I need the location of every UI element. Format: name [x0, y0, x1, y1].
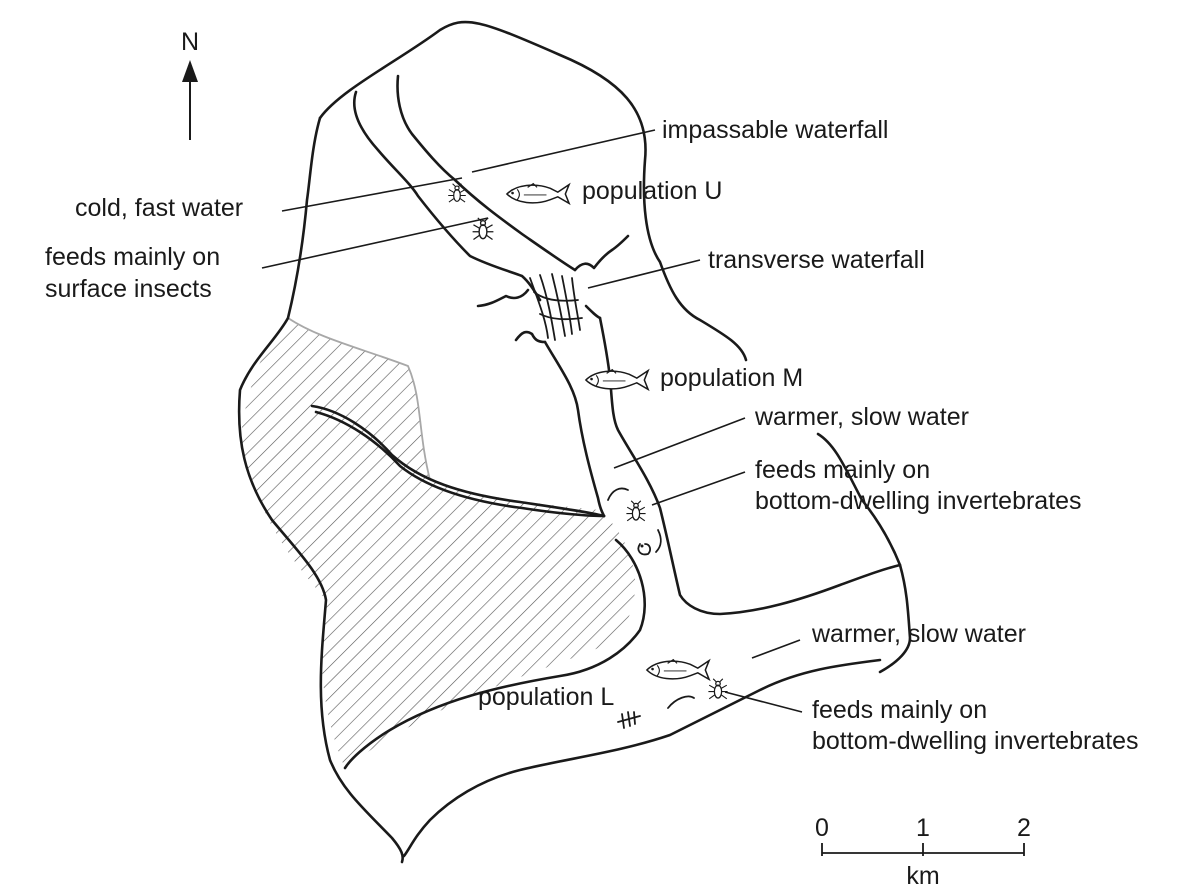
- fish-icon: [646, 658, 710, 681]
- label-population-l: population L: [478, 683, 614, 711]
- river-north-bank-lower: [343, 538, 647, 770]
- worm-icon: [607, 487, 629, 501]
- label-feeds-surface-2: surface insects: [45, 275, 212, 303]
- hatched-lake-region: [240, 318, 636, 768]
- river-east-bank-middle: [598, 316, 902, 616]
- label-feeds-bottom-l-1: feeds mainly on: [812, 696, 987, 724]
- leader-cold-fast-water: [281, 177, 463, 212]
- watershed-boundary-west: [237, 116, 404, 864]
- fish-icon: [585, 368, 649, 391]
- river-west-bank-upper: [352, 90, 542, 302]
- leader-impassable-waterfall: [471, 129, 656, 173]
- tributary-channel: [310, 404, 606, 518]
- tributary-channel-inner: [314, 410, 606, 518]
- scale-tick-1: 1: [916, 814, 930, 842]
- leader-warmer-slow-l: [751, 639, 801, 659]
- leader-feeds-surface: [261, 217, 489, 269]
- scale-unit: km: [906, 862, 939, 890]
- north-arrow-icon: [182, 60, 198, 140]
- worm-icon: [655, 529, 662, 553]
- label-feeds-bottom-m-2: bottom-dwelling invertebrates: [755, 487, 1082, 515]
- label-warmer-slow-m: warmer, slow water: [754, 403, 969, 431]
- north-label: N: [181, 28, 199, 56]
- river-south-bank-lower: [402, 658, 882, 858]
- label-population-u: population U: [582, 177, 722, 205]
- transverse-waterfall: [476, 234, 630, 344]
- larva-icon: [617, 711, 641, 729]
- label-feeds-bottom-m-1: feeds mainly on: [755, 456, 930, 484]
- scale-tick-0: 0: [815, 814, 829, 842]
- label-transverse-waterfall: transverse waterfall: [708, 246, 925, 274]
- watershed-boundary: [318, 20, 748, 362]
- leader-feeds-bottom-m: [651, 471, 746, 506]
- hatched-lake-border: [287, 317, 431, 481]
- shrimp-icon: [637, 543, 652, 556]
- river-east-bank-upper: [396, 74, 577, 272]
- insect-icon: [707, 678, 729, 700]
- label-cold-fast-water: cold, fast water: [75, 194, 243, 222]
- label-population-m: population M: [660, 364, 803, 392]
- insect-icon: [625, 500, 647, 522]
- fish-icon: [506, 182, 570, 205]
- scale-bar: [821, 843, 1025, 856]
- river-west-bank-middle: [543, 340, 606, 518]
- leader-feeds-bottom-l: [724, 691, 803, 713]
- leader-warmer-slow-m: [613, 417, 746, 469]
- scale-tick-2: 2: [1017, 814, 1031, 842]
- label-impassable-waterfall: impassable waterfall: [662, 116, 889, 144]
- leader-transverse-waterfall: [587, 259, 701, 289]
- label-feeds-surface-1: feeds mainly on: [45, 243, 220, 271]
- label-feeds-bottom-l-2: bottom-dwelling invertebrates: [812, 727, 1139, 755]
- label-warmer-slow-l: warmer, slow water: [811, 620, 1026, 648]
- worm-icon: [667, 695, 695, 709]
